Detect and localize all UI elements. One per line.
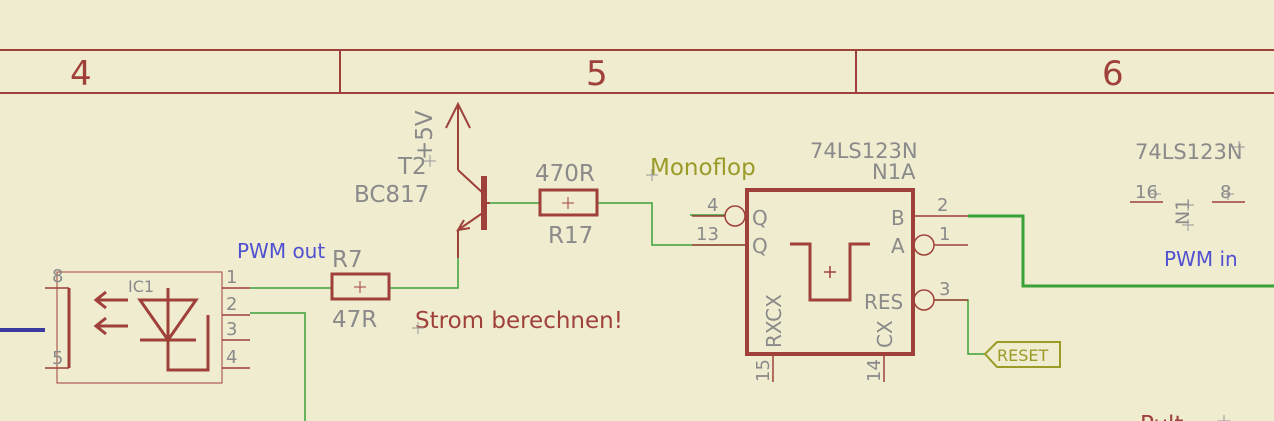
n1a-pin-qbar-num: 13 bbox=[696, 224, 719, 245]
frame-column-4: 4 bbox=[70, 54, 92, 94]
resistor-r7[interactable] bbox=[330, 272, 391, 301]
supply-arrow-icon bbox=[445, 101, 471, 130]
t2-value: BC817 bbox=[354, 182, 429, 208]
frame-border bbox=[0, 49, 1274, 94]
n1a-pin-qbar-label: Q bbox=[752, 234, 768, 258]
ic1-name: IC1 bbox=[128, 277, 154, 296]
ic1-pin-5: 5 bbox=[52, 348, 63, 369]
frame-column-6: 6 bbox=[1102, 54, 1124, 94]
monoflop-label: Monoflop bbox=[650, 155, 756, 181]
strom-note: Strom berechnen! bbox=[415, 308, 623, 334]
transistor-t2[interactable] bbox=[456, 130, 490, 258]
reset-net-label: RESET bbox=[997, 346, 1048, 365]
reset-net-flag[interactable] bbox=[983, 341, 1061, 368]
n1a-pin-q-num: 4 bbox=[707, 195, 718, 216]
n1-part: 74LS123N bbox=[1135, 140, 1243, 164]
pwm-in-label: PWM in bbox=[1164, 247, 1238, 271]
r7-name: R7 bbox=[332, 247, 363, 273]
n1-pin-8: 8 bbox=[1220, 182, 1231, 203]
n1a-pin-res-label: RES bbox=[864, 290, 903, 314]
r17-value: 470R bbox=[535, 161, 595, 187]
pwm-out-label: PWM out bbox=[237, 239, 325, 263]
n1a-name: N1A bbox=[872, 160, 916, 184]
reset-wire bbox=[935, 299, 985, 355]
ic1-pin-8: 8 bbox=[52, 266, 63, 287]
pwm-in-wire bbox=[968, 214, 1274, 288]
frame-column-5: 5 bbox=[586, 54, 608, 94]
n1-name: N1 bbox=[1172, 199, 1194, 225]
ic1-pin-3: 3 bbox=[226, 319, 237, 340]
r17-name: R17 bbox=[548, 223, 593, 249]
n1a-pin-rxcx-num: 15 bbox=[753, 359, 774, 382]
n1a-pin-cx-num: 14 bbox=[864, 359, 885, 382]
optocoupler-ic1[interactable] bbox=[45, 271, 250, 384]
n1a-pin-cx-label: CX bbox=[873, 320, 897, 348]
n1a-pin-res-num: 3 bbox=[939, 279, 950, 300]
n1a-pin-rxcx-label: RXCX bbox=[762, 294, 786, 348]
n1a-pin-b-num: 2 bbox=[937, 195, 948, 216]
n1a-pin-q-label: Q bbox=[752, 206, 768, 230]
ic1-pin-1: 1 bbox=[226, 267, 237, 288]
partial-label: Pult... bbox=[1140, 412, 1205, 421]
monoflop-n1a[interactable] bbox=[692, 188, 968, 382]
n1a-pin-b-label: B bbox=[891, 206, 905, 230]
origin-markers bbox=[412, 141, 1245, 421]
resistor-r17[interactable] bbox=[538, 188, 599, 217]
ic1-pin-4: 4 bbox=[226, 347, 237, 368]
ic1-pin-2: 2 bbox=[226, 294, 237, 315]
n1a-pin-a-label: A bbox=[891, 234, 905, 258]
t2-name: T2 bbox=[397, 154, 427, 180]
supply-label: +5V bbox=[412, 110, 438, 160]
n1a-pin-a-num: 1 bbox=[939, 224, 950, 245]
n1a-part: 74LS123N bbox=[810, 139, 918, 163]
r7-value: 47R bbox=[332, 307, 377, 333]
n1-pin-16: 16 bbox=[1135, 182, 1158, 203]
